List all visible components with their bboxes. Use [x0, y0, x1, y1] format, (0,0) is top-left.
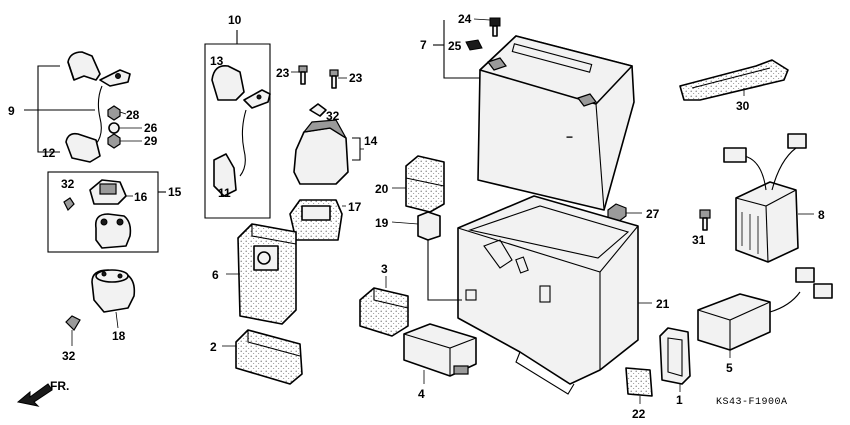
label-9: 9: [8, 104, 15, 118]
cover-2: 2: [210, 329, 303, 385]
label-1: 1: [676, 393, 683, 407]
label-2: 2: [210, 340, 217, 354]
relay-group-15: 32 16 15: [47, 171, 182, 253]
label-14: 14: [364, 134, 378, 148]
label-16: 16: [134, 190, 148, 204]
sheet-22: 22: [625, 367, 653, 421]
minus-mark: −: [566, 130, 573, 144]
control-unit-4: 4: [403, 323, 477, 401]
battery-7: − 7 24 25: [420, 12, 635, 211]
label-28: 28: [126, 108, 140, 122]
label-32c: 32: [62, 349, 76, 363]
relay-20: 20: [375, 155, 445, 213]
regulator-8: 8 31: [692, 133, 825, 263]
label-26: 26: [144, 121, 158, 135]
label-30: 30: [736, 99, 750, 113]
label-21: 21: [656, 297, 670, 311]
label-17: 17: [348, 200, 362, 214]
battery-strap-30: 30: [679, 59, 789, 113]
label-32a: 32: [326, 109, 340, 123]
label-7: 7: [420, 38, 427, 52]
unit-5: 5: [697, 267, 833, 375]
label-6: 6: [212, 268, 219, 282]
label-12: 12: [42, 146, 56, 160]
label-29: 29: [144, 134, 158, 148]
label-19: 19: [375, 216, 389, 230]
label-31: 31: [692, 233, 706, 247]
label-23b: 23: [349, 71, 363, 85]
front-direction-arrow: FR.: [16, 379, 69, 407]
label-22: 22: [632, 407, 646, 421]
label-23a: 23: [276, 66, 290, 80]
cover-1: 1: [659, 327, 691, 407]
label-10: 10: [228, 13, 242, 27]
rubber-cover-17: 17: [289, 199, 362, 241]
cable-group-10: 10 13 11: [204, 13, 271, 219]
label-25: 25: [448, 39, 462, 53]
label-5: 5: [726, 361, 733, 375]
label-18: 18: [112, 329, 126, 343]
relay-19: 19: [375, 211, 462, 301]
label-24: 24: [458, 12, 472, 26]
label-13: 13: [210, 54, 224, 68]
label-15: 15: [168, 185, 182, 199]
cover-3: 3: [359, 262, 409, 337]
diagram-code: KS43-F1900A: [716, 397, 788, 408]
label-32b: 32: [61, 177, 75, 191]
starter-relay-14: 32 14: [293, 103, 378, 185]
label-11: 11: [218, 186, 231, 200]
label-20: 20: [375, 182, 389, 196]
label-8: 8: [818, 208, 825, 222]
bolts-23: 23 23: [276, 65, 363, 89]
direction-label: FR.: [50, 379, 69, 393]
label-27: 27: [646, 207, 660, 221]
fuse-box-6: 6: [212, 223, 297, 325]
solenoid-18: 18 32: [62, 269, 136, 363]
label-4: 4: [418, 387, 425, 401]
battery-cable-group: 9 12 28 26 29: [8, 51, 158, 163]
label-3: 3: [381, 262, 388, 276]
battery-case-21: 21: [457, 195, 670, 395]
